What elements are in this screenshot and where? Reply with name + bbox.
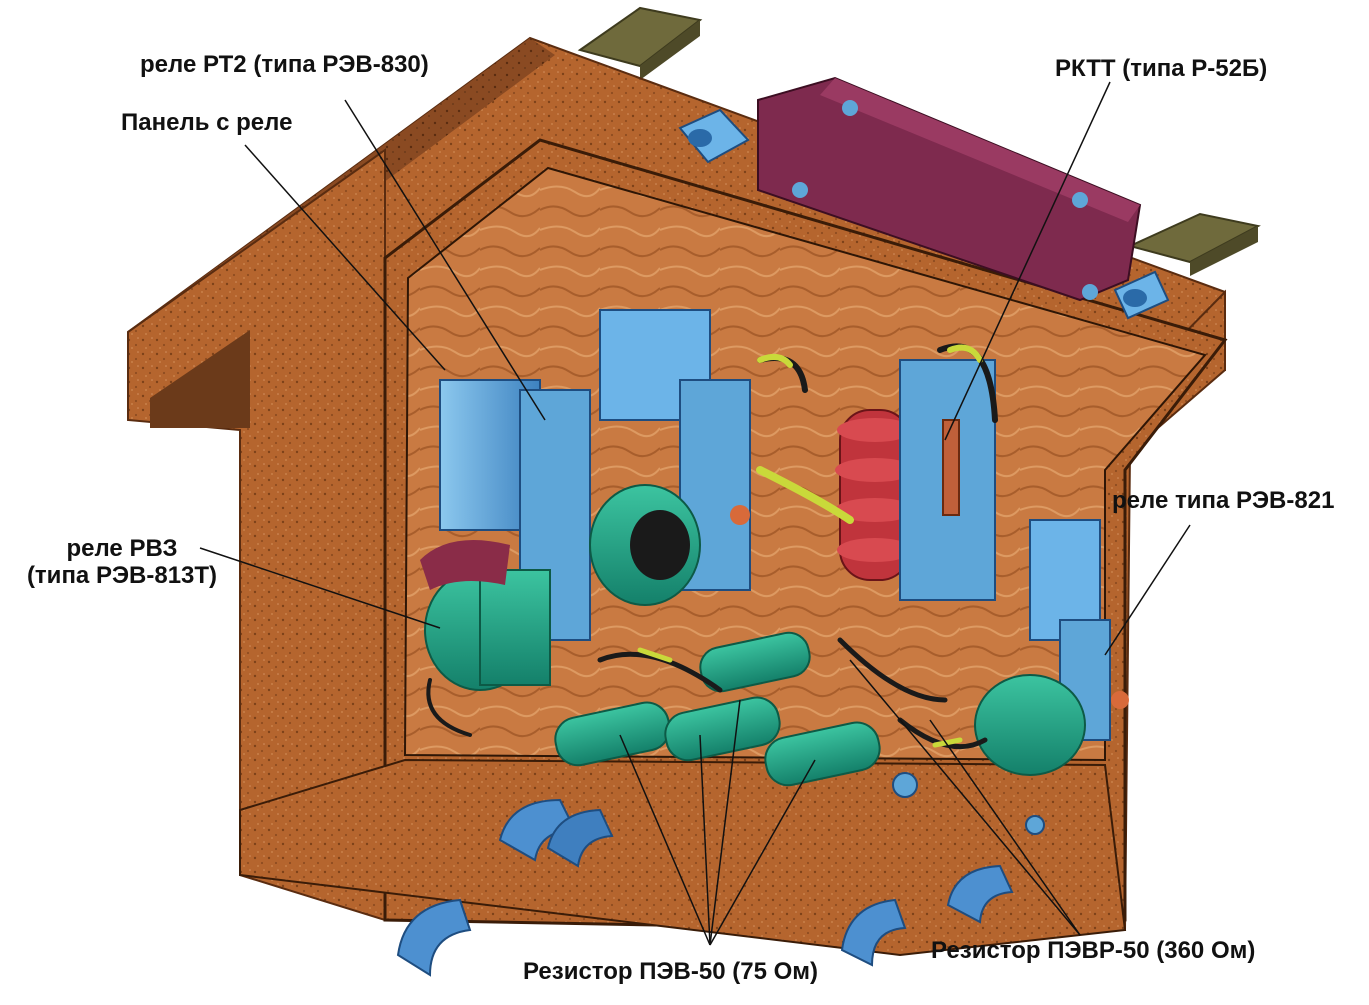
label-relay-rvz: реле РВЗ (типа РЭВ-813Т) [14,535,230,589]
resistor-pev50-2 [664,696,781,762]
mounting-clip-2 [498,798,614,868]
leader-rktt [944,81,1111,441]
top-bracket-right [1113,270,1170,320]
leader-pev50-b [699,734,711,946]
resistor-pev50-3 [764,721,881,787]
relay-rvz [420,379,591,691]
housing-left-side [127,148,386,922]
label-relay-rt2: реле РТ2 (типа РЭВ-830) [140,51,429,78]
label-resistor-pev50: Резистор ПЭВ-50 (75 Ом) [523,958,818,985]
leader-pevr50-b [849,659,1081,936]
relay-rt2 [589,309,751,606]
busbar-right [1127,212,1261,276]
leader-pev50-d [709,759,816,946]
label-resistor-pevr50: Резистор ПЭВР-50 (360 Ом) [931,937,1256,964]
leader-pev50-a [619,734,711,946]
housing-bottom [239,758,1127,957]
leader-panel [244,144,446,371]
leader-lines [199,81,1191,946]
resistor-pevr50 [892,772,1045,835]
wiring [426,343,998,750]
relay-rev821 [974,519,1129,776]
label-relay-rvz-line1: реле РВЗ [66,535,178,562]
leader-relay-rvz [199,547,441,629]
leader-relay-rt2 [344,99,546,421]
leader-relay-rev821 [1104,524,1191,656]
mounting-clip-4 [946,864,1014,924]
resistor-pev50-4 [699,631,811,693]
leader-pevr50-a [929,719,1081,936]
leader-pev50-c [709,699,741,946]
label-panel: Панель с реле [121,109,293,136]
rktt-block [757,76,1142,302]
rktt-insulator [835,359,996,601]
label-rktt: РКТТ (типа Р-52Б) [1055,55,1268,82]
mounting-clip-3 [840,898,907,967]
busbar-top-left [577,6,703,80]
top-bracket-left [678,108,750,164]
mounting-clip-1 [396,898,472,977]
label-relay-rev821: реле типа РЭВ-821 [1112,487,1335,514]
label-relay-rvz-line2: (типа РЭВ-813Т) [26,562,218,589]
